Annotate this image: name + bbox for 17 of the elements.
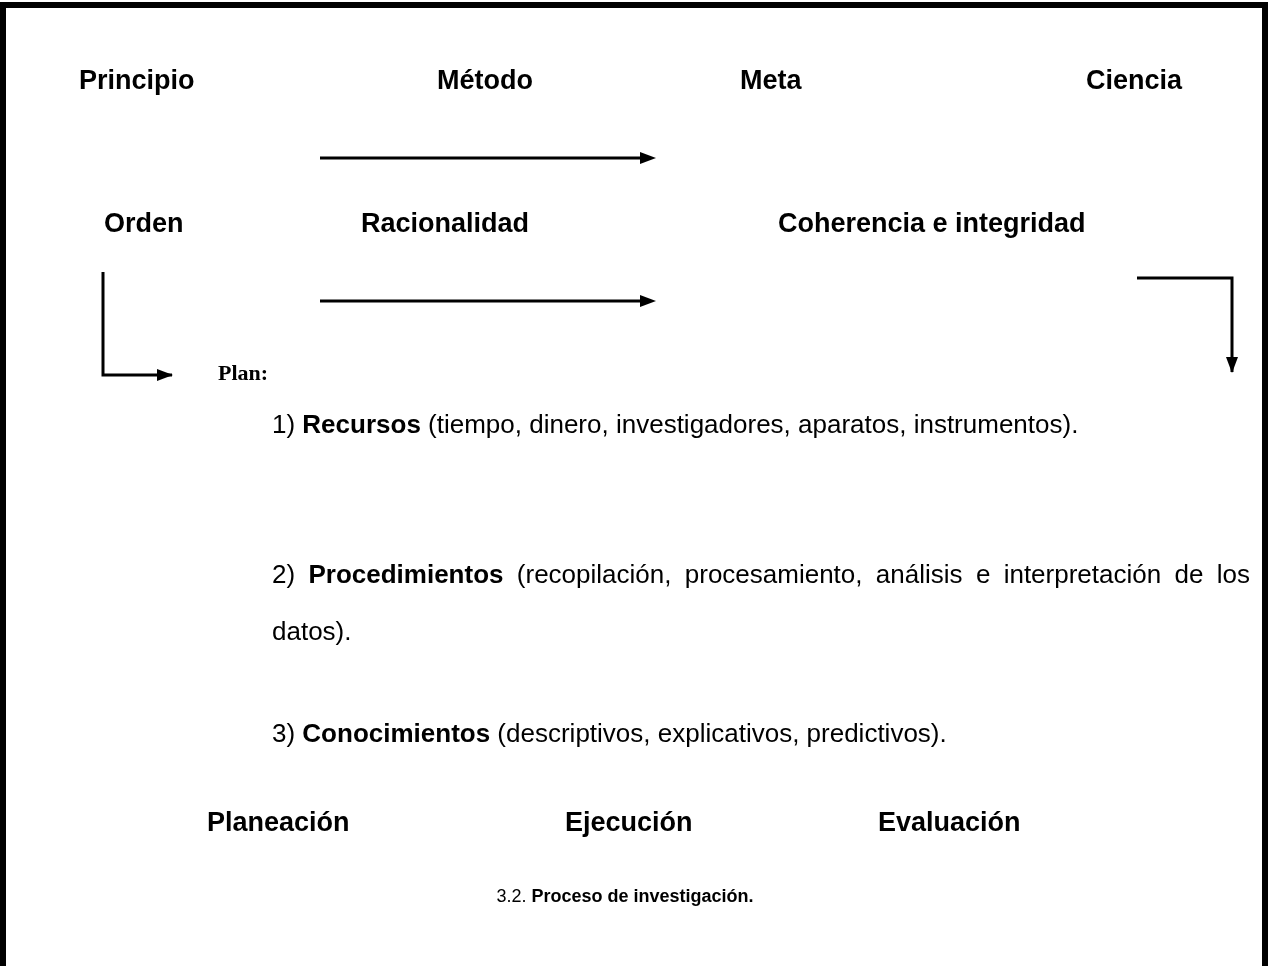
concept-label: Ciencia (1086, 64, 1183, 96)
arrow (1137, 276, 1238, 373)
concept-label: Racionalidad (361, 207, 530, 239)
concept-label: Meta (740, 64, 802, 96)
node-label: Coherencia e integridad (778, 208, 1086, 238)
list-item: 3) Conocimientos (descriptivos, explicativos, predictivos). (272, 717, 948, 749)
concept-label: Ejecución (565, 806, 693, 838)
concept-label: Método (437, 64, 533, 96)
concept-label: Principio (79, 64, 195, 96)
arrow (101, 272, 173, 381)
figure-caption: 3.2. Proceso de investigación. (496, 886, 754, 906)
node-label: Plan: (218, 360, 269, 385)
list-item: 2) Procedimientos (recopilación, procesamiento, análisis e interpretación de los datos). (272, 558, 1250, 648)
concept-label: Evaluación (878, 806, 1021, 838)
concept-label: Planeación (207, 806, 350, 838)
node-label: Orden (104, 208, 184, 238)
list-item: 1) Recursos (tiempo, dinero, investigadores, aparatos, instrumentos). (272, 408, 1080, 440)
